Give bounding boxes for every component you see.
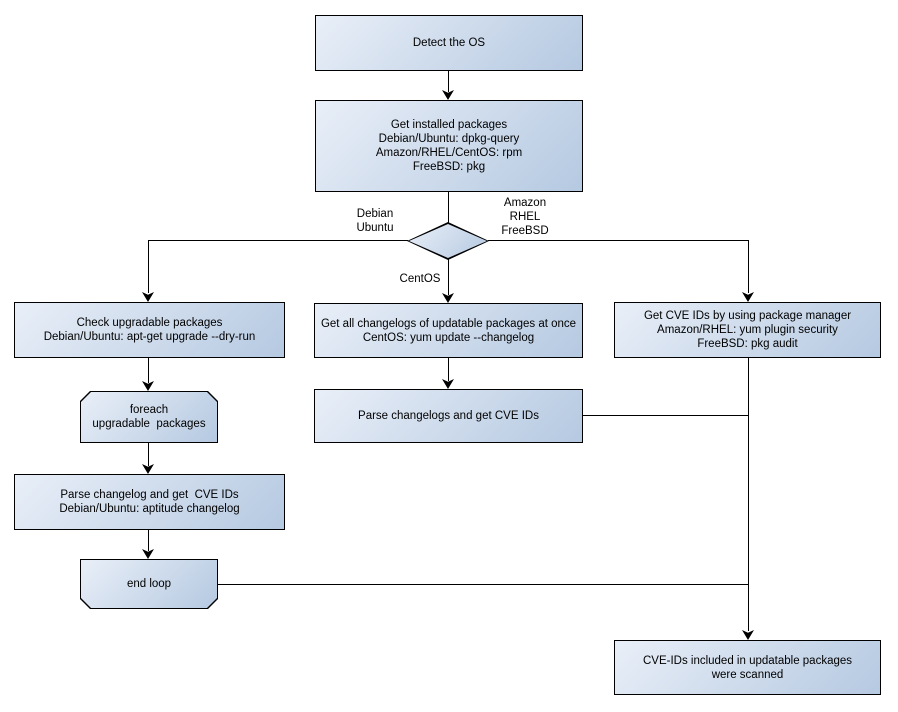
node-detect-os-label: Detect the OS bbox=[412, 37, 486, 49]
arrowhead-icon bbox=[142, 381, 154, 391]
node-scanned-result: CVE-IDs included in updatable packages w… bbox=[614, 640, 881, 695]
connector-line bbox=[748, 240, 749, 293]
node-check-upgradable: Check upgradable packages Debian/Ubuntu:… bbox=[14, 302, 285, 358]
connector-line bbox=[148, 358, 149, 383]
os-decision-diamond-fill bbox=[409, 224, 487, 258]
connector-line bbox=[448, 259, 449, 295]
connector-line bbox=[148, 240, 408, 241]
node-get-all-changelogs: Get all changelogs of updatable packages… bbox=[314, 303, 583, 358]
node-end-loop-label: end loop bbox=[126, 578, 172, 590]
connector-line bbox=[448, 358, 449, 381]
node-end-loop: end loop bbox=[80, 559, 218, 609]
arrowhead-icon bbox=[442, 90, 454, 100]
arrowhead-icon bbox=[742, 630, 754, 640]
connector-line bbox=[448, 71, 449, 92]
node-foreach-loop-fill: foreach upgradable packages bbox=[81, 392, 217, 442]
connector-line bbox=[448, 192, 449, 223]
node-foreach-loop: foreach upgradable packages bbox=[80, 391, 218, 443]
node-get-installed-packages-label: Get installed packages Debian/Ubuntu: dp… bbox=[375, 119, 523, 173]
edge-label-centos: CentOS bbox=[399, 273, 441, 285]
node-check-upgradable-label: Check upgradable packages Debian/Ubuntu:… bbox=[43, 317, 256, 343]
edge-label-amazon-rhel-freebsd: Amazon RHEL FreeBSD bbox=[501, 197, 549, 237]
connector-line bbox=[148, 240, 149, 293]
node-detect-os: Detect the OS bbox=[315, 15, 583, 71]
node-get-cve-ids-pkg-manager-label: Get CVE IDs by using package manager Ama… bbox=[643, 310, 852, 350]
arrowhead-icon bbox=[442, 293, 454, 303]
connector-line bbox=[583, 415, 748, 416]
edge-label-debian-ubuntu: Debian Ubuntu bbox=[356, 208, 394, 234]
arrowhead-icon bbox=[142, 464, 154, 474]
connector-line bbox=[218, 584, 748, 585]
node-foreach-loop-label: foreach upgradable packages bbox=[92, 404, 206, 430]
arrowhead-icon bbox=[442, 379, 454, 389]
node-get-all-changelogs-label: Get all changelogs of updatable packages… bbox=[320, 317, 577, 344]
node-parse-changelogs-label: Parse changelogs and get CVE IDs bbox=[358, 410, 539, 422]
node-get-cve-ids-pkg-manager: Get CVE IDs by using package manager Ama… bbox=[614, 302, 881, 358]
node-scanned-result-label: CVE-IDs included in updatable packages w… bbox=[642, 654, 853, 681]
connector-line bbox=[748, 358, 749, 631]
os-decision-diamond bbox=[407, 222, 489, 260]
node-parse-changelog: Parse changelog and get CVE IDs Debian/U… bbox=[14, 474, 285, 530]
arrowhead-icon bbox=[142, 292, 154, 302]
node-parse-changelog-label: Parse changelog and get CVE IDs Debian/U… bbox=[59, 489, 240, 515]
arrowhead-icon bbox=[742, 292, 754, 302]
connector-line bbox=[148, 443, 149, 466]
node-end-loop-fill: end loop bbox=[81, 560, 217, 608]
arrowhead-icon bbox=[142, 549, 154, 559]
node-get-installed-packages: Get installed packages Debian/Ubuntu: dp… bbox=[315, 100, 583, 192]
node-parse-changelogs: Parse changelogs and get CVE IDs bbox=[314, 389, 583, 443]
connector-line bbox=[148, 530, 149, 551]
connector-line bbox=[488, 240, 748, 241]
